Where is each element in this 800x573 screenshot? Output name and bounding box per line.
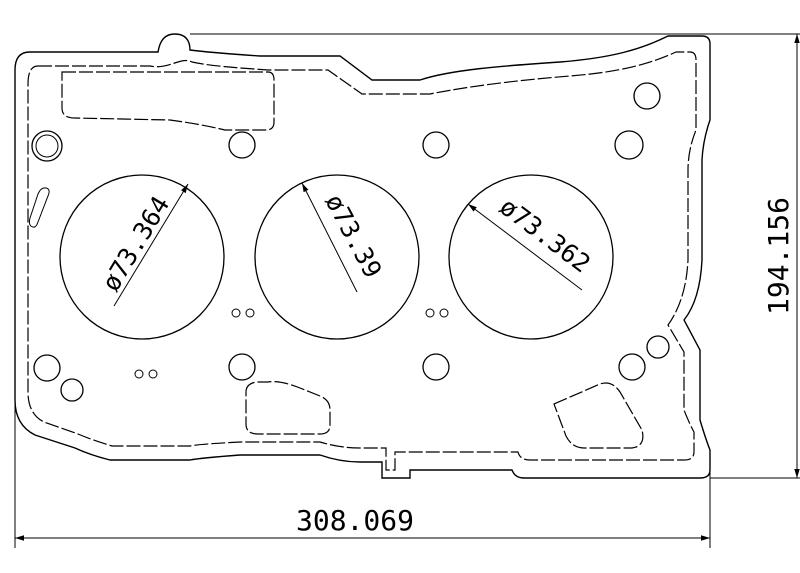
bolt-hole (33, 354, 61, 382)
bore-2-leader (301, 182, 358, 293)
bore-2-diameter-label: ø73.39 (320, 189, 388, 282)
bolt-hole (228, 131, 256, 159)
bolt-hole (422, 131, 450, 159)
cylinder-bore-2 (254, 174, 420, 340)
gasket-outline (14, 33, 711, 479)
cylinder-bore-3 (448, 174, 614, 340)
dowel-hole-inner (35, 134, 59, 158)
bolt-hole (633, 82, 661, 110)
bolt-hole (228, 353, 256, 381)
small-hole (148, 369, 158, 379)
width-dimension-label: 308.069 (296, 504, 414, 537)
bore-1-leader (113, 183, 189, 307)
small-hole (425, 308, 435, 318)
small-hole (439, 308, 449, 318)
coolant-slot-top (61, 71, 275, 131)
oil-hole (646, 335, 670, 359)
small-hole (245, 308, 255, 318)
oil-hole (60, 378, 84, 402)
bolt-hole (422, 353, 450, 381)
coolant-slot-lower-right (553, 382, 644, 449)
coolant-slot-lower-left (245, 381, 331, 435)
small-slot (28, 187, 50, 228)
bore-1-diameter-label: ø73.364 (96, 191, 175, 296)
small-hole (134, 369, 144, 379)
height-dimension-label: 194.156 (762, 197, 795, 315)
cylinder-bore-1 (59, 174, 225, 340)
bore-3-leader (467, 203, 583, 291)
bolt-hole (614, 130, 644, 160)
small-hole (231, 308, 241, 318)
dowel-hole (31, 130, 63, 162)
bolt-hole (618, 353, 646, 381)
gasket-inner-bead (27, 51, 697, 471)
